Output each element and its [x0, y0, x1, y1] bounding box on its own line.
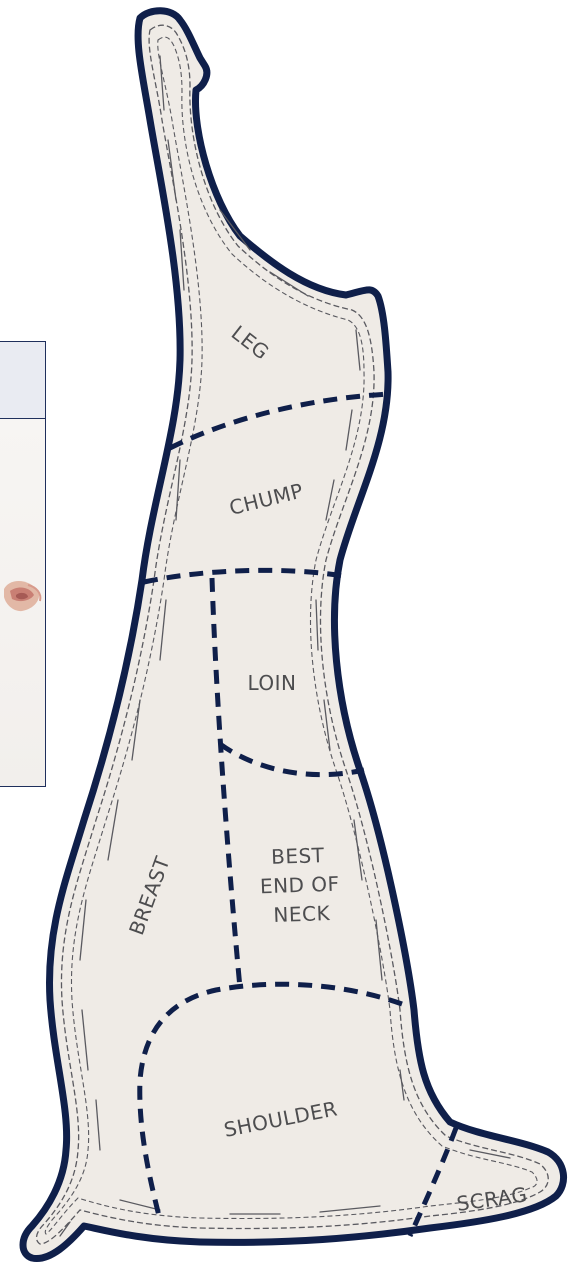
- label-best-end-of-neck-line3: NECK: [273, 901, 331, 927]
- label-best-end-of-neck-line1: BEST: [271, 843, 325, 869]
- carcass-outline: [23, 11, 564, 1259]
- label-best-end-of-neck-line2: END OF: [260, 872, 340, 899]
- label-loin: LOIN: [247, 671, 296, 695]
